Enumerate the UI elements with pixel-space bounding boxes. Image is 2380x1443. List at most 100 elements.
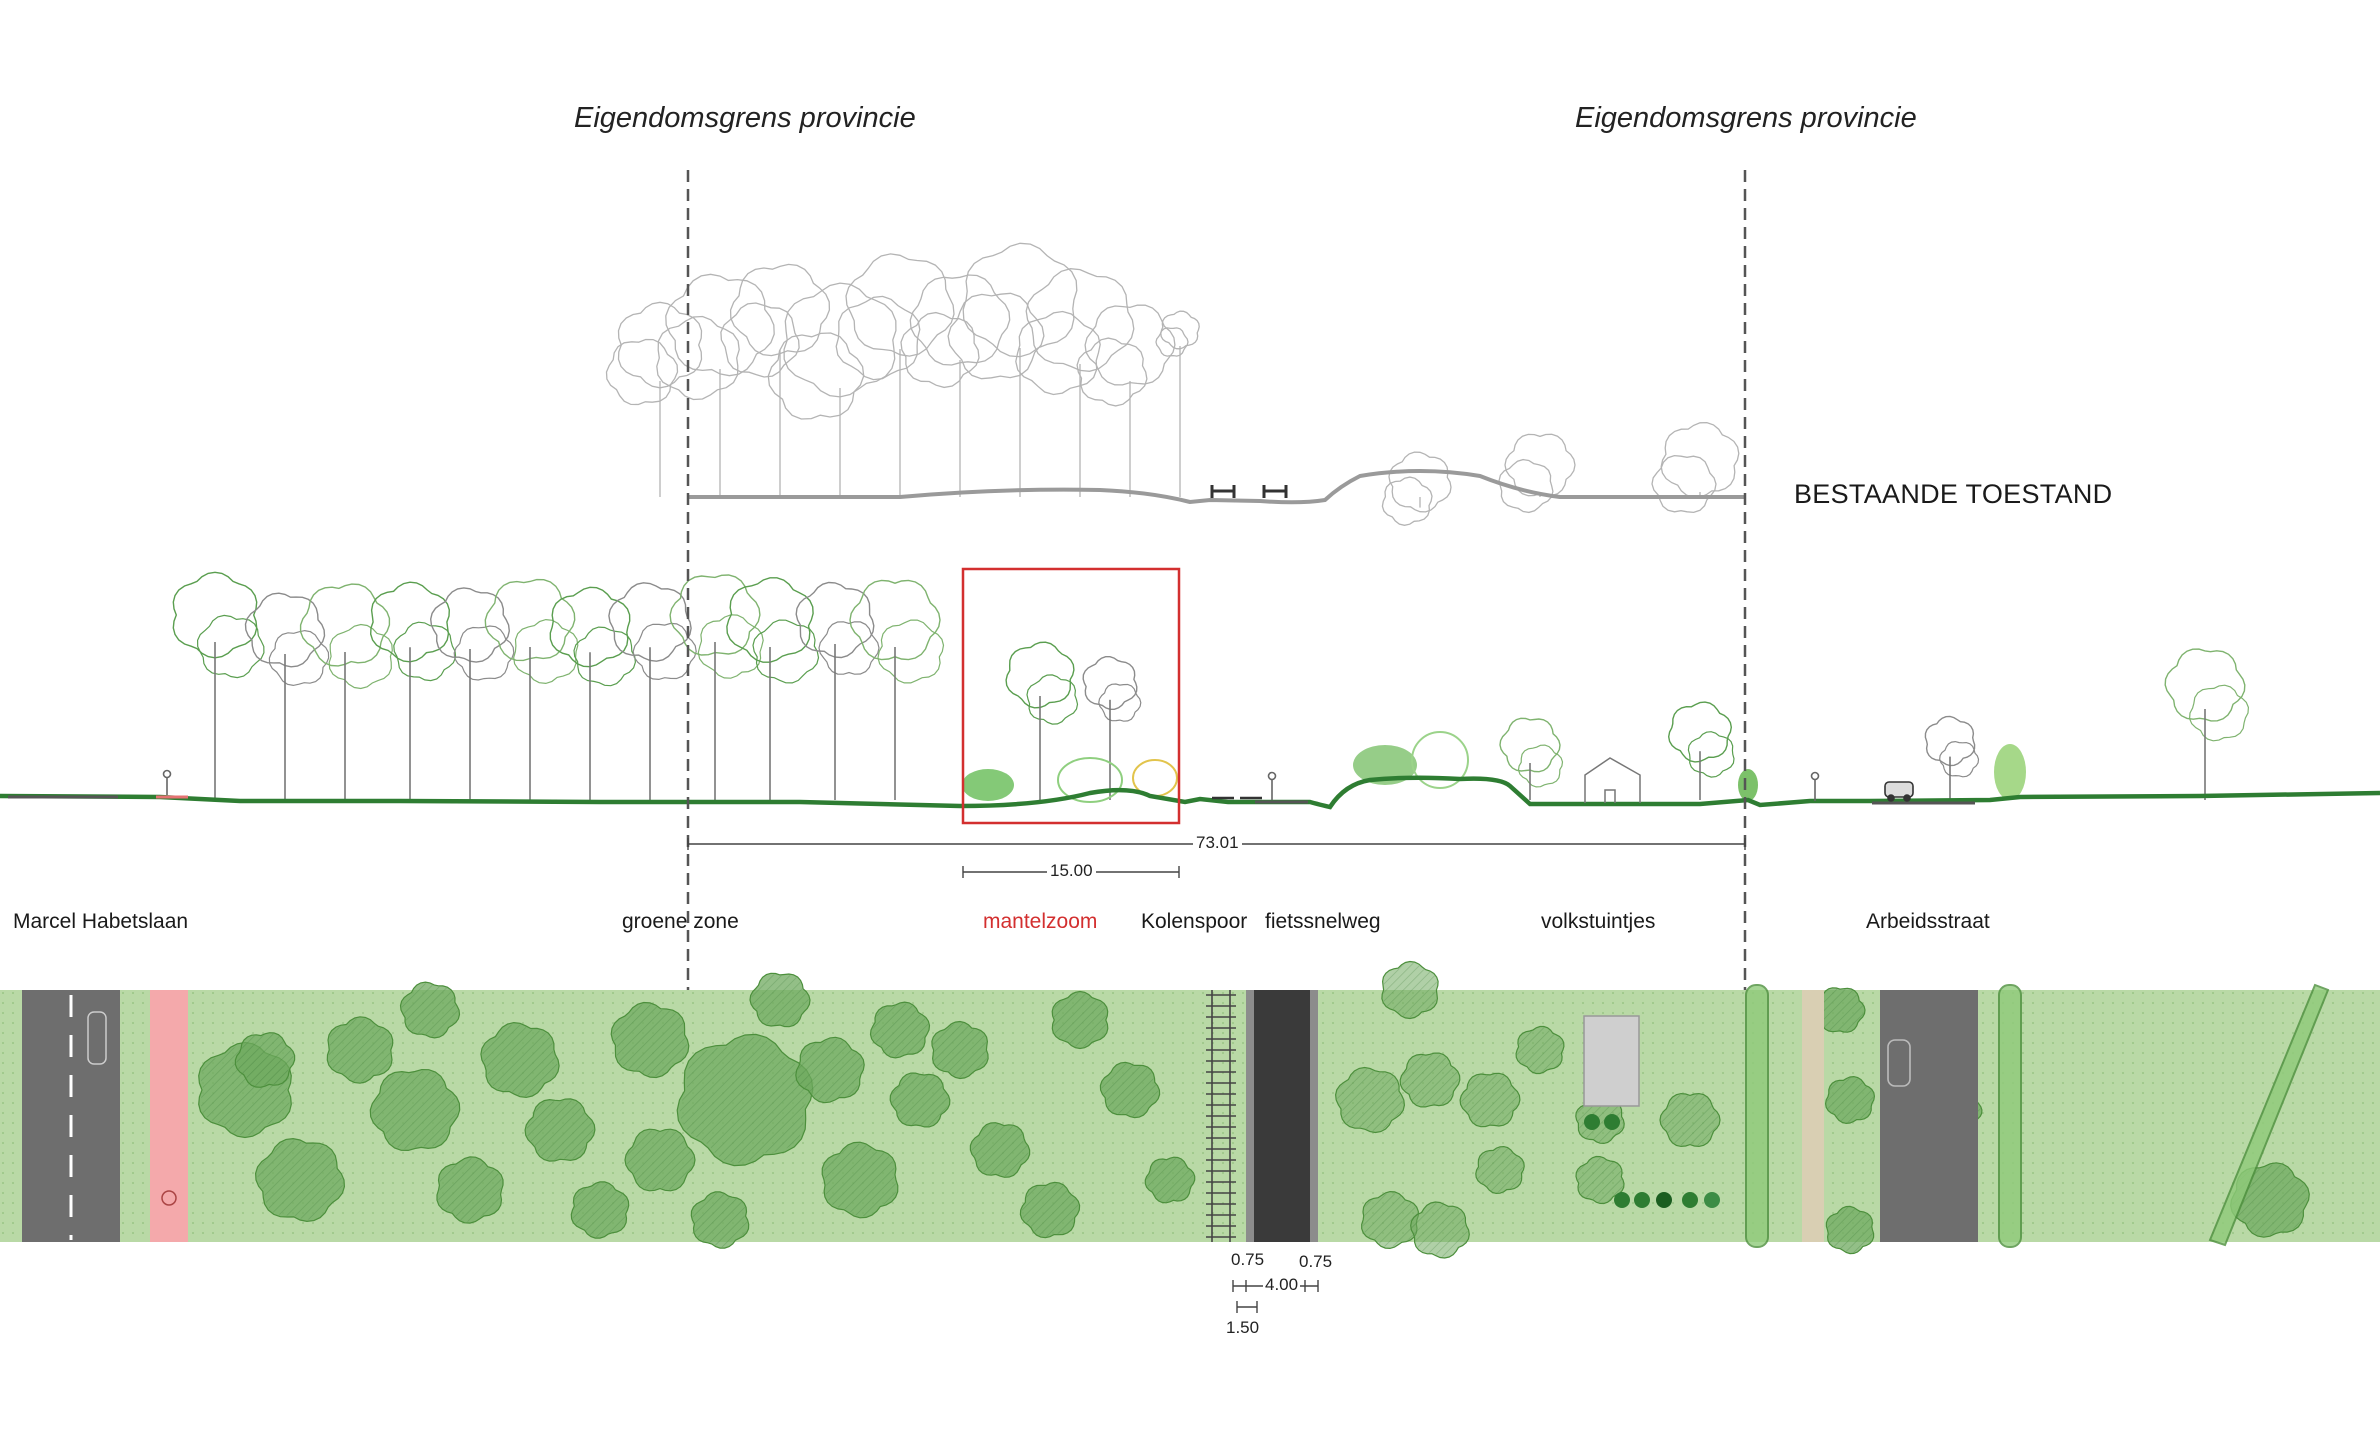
section-tree — [299, 583, 391, 667]
existing-state-section — [605, 242, 1745, 526]
plan-tree-hatch — [1576, 1097, 1624, 1143]
section-tree — [268, 629, 330, 687]
existing-tree — [1155, 327, 1189, 357]
zone-label-groene-zone: groene zone — [622, 910, 739, 933]
existing-tree — [1660, 421, 1740, 499]
existing-ground-line — [688, 469, 1745, 505]
section-ground-line — [0, 775, 2380, 810]
existing-tree — [1076, 337, 1148, 407]
existing-tree — [665, 273, 775, 377]
plan-tree-hatch — [401, 983, 459, 1037]
plan-tree-hatch — [1827, 1207, 1873, 1253]
section-tree — [393, 621, 457, 682]
dimension-rail-label: 1.50 — [1226, 1318, 1260, 1337]
plan-tree-hatch — [328, 1018, 392, 1082]
plan-tree-hatch — [871, 1003, 929, 1057]
bike-lane — [150, 990, 188, 1242]
section-tree — [1924, 715, 1976, 767]
existing-tree — [900, 311, 980, 389]
section-tree — [484, 578, 576, 662]
existing-tree — [947, 292, 1045, 380]
plan-tree-hatch — [1101, 1063, 1159, 1117]
existing-tree — [1498, 458, 1554, 514]
section-tree — [369, 581, 451, 663]
plan-tree-hatch — [1021, 1183, 1079, 1237]
fietssnelweg-plan — [1254, 990, 1310, 1242]
plan-tree-hatch — [1401, 1054, 1459, 1106]
plan-tree-hatch — [692, 1193, 748, 1247]
section-tree-canopy — [172, 571, 2250, 800]
section-tree — [669, 574, 761, 656]
allotment-shrub — [1682, 1192, 1698, 1208]
allotment-shrub — [1604, 1114, 1620, 1130]
existing-tree-canopy — [605, 242, 1740, 526]
plan-tree-hatch — [797, 1038, 863, 1102]
plan-tree-hatch — [751, 974, 809, 1026]
section-tree — [877, 619, 945, 684]
section-tree — [726, 577, 814, 663]
garden-shed — [1584, 757, 1641, 803]
plan-tree-hatch — [1461, 1074, 1519, 1126]
plan-tree-hatch — [1816, 988, 1864, 1032]
plan-tree-hatch — [1826, 1077, 1874, 1123]
plan-tree-hatch — [236, 1033, 294, 1087]
plan-tree-hatch — [372, 1071, 458, 1149]
plan-tree-canopies — [198, 960, 2310, 1259]
section-tree — [549, 586, 631, 668]
section-tree — [1098, 683, 1142, 722]
plan-view — [0, 960, 2380, 1259]
plan-tree-hatch — [1146, 1158, 1194, 1202]
road-arbeidsstraat — [1880, 990, 1978, 1242]
section-tree — [2188, 684, 2250, 742]
existing-tree — [656, 315, 740, 401]
section-tree — [172, 571, 258, 659]
section-tree — [818, 621, 880, 675]
zone-label-mantelzoom: mantelzoom — [983, 910, 1098, 933]
existing-tree — [720, 302, 800, 378]
section-tree — [513, 618, 579, 685]
allotment-shrub — [1584, 1114, 1600, 1130]
plan-tree-hatch — [1476, 1147, 1524, 1193]
plan-tree-hatch — [257, 1140, 343, 1220]
section-tree — [1687, 731, 1735, 778]
plan-tree-hatch — [823, 1143, 897, 1217]
existing-tree — [962, 242, 1078, 358]
zone-label-fietssnelweg: fietssnelweg — [1265, 910, 1381, 933]
plan-tree-hatch — [626, 1130, 694, 1190]
section-tree — [1939, 740, 1980, 778]
plan-tree-hatch — [1053, 992, 1107, 1048]
section-tree — [795, 581, 875, 659]
section-tree — [196, 614, 265, 679]
existing-tree — [605, 338, 679, 406]
plan-tree-hatch — [526, 1100, 594, 1160]
plan-tree-hatch — [1336, 1068, 1404, 1132]
plan-tree-hatch — [1517, 1027, 1563, 1073]
existing-tree — [783, 282, 897, 398]
garden-shed-plan — [1583, 1015, 1640, 1107]
existing-tree — [1160, 310, 1200, 350]
dimension-path-label: 4.00 — [1263, 1275, 1301, 1295]
section-tree — [453, 625, 515, 681]
section-tree — [1499, 717, 1561, 773]
plan-tree-hatch — [438, 1158, 502, 1222]
zone-label-kolenspoor: Kolenspoor — [1141, 910, 1248, 933]
zone-label-marcel-habetslaan: Marcel Habetslaan — [13, 910, 189, 933]
dimension-mantelzoom-label: 15.00 — [1047, 861, 1096, 881]
section-tree — [608, 582, 692, 662]
plan-tree-hatch — [1577, 1157, 1623, 1203]
existing-tree — [845, 253, 955, 357]
people-figures — [162, 769, 1820, 801]
plan-tree-hatch — [891, 1074, 949, 1126]
zone-label-volkstuintjes: volkstuintjes — [1541, 910, 1656, 933]
new-section — [0, 567, 2380, 825]
footpath-plan — [1802, 990, 1824, 1242]
section-tree — [1026, 674, 1079, 725]
existing-tree — [1015, 310, 1101, 396]
existing-tree — [1651, 454, 1717, 514]
dimension-verge-left-label: 0.75 — [1231, 1250, 1265, 1269]
existing-tree — [1504, 433, 1576, 497]
allotment-shrub — [1614, 1192, 1630, 1208]
existing-state-title: BESTAANDE TOESTAND — [1794, 479, 2113, 509]
existing-tree — [767, 332, 865, 420]
